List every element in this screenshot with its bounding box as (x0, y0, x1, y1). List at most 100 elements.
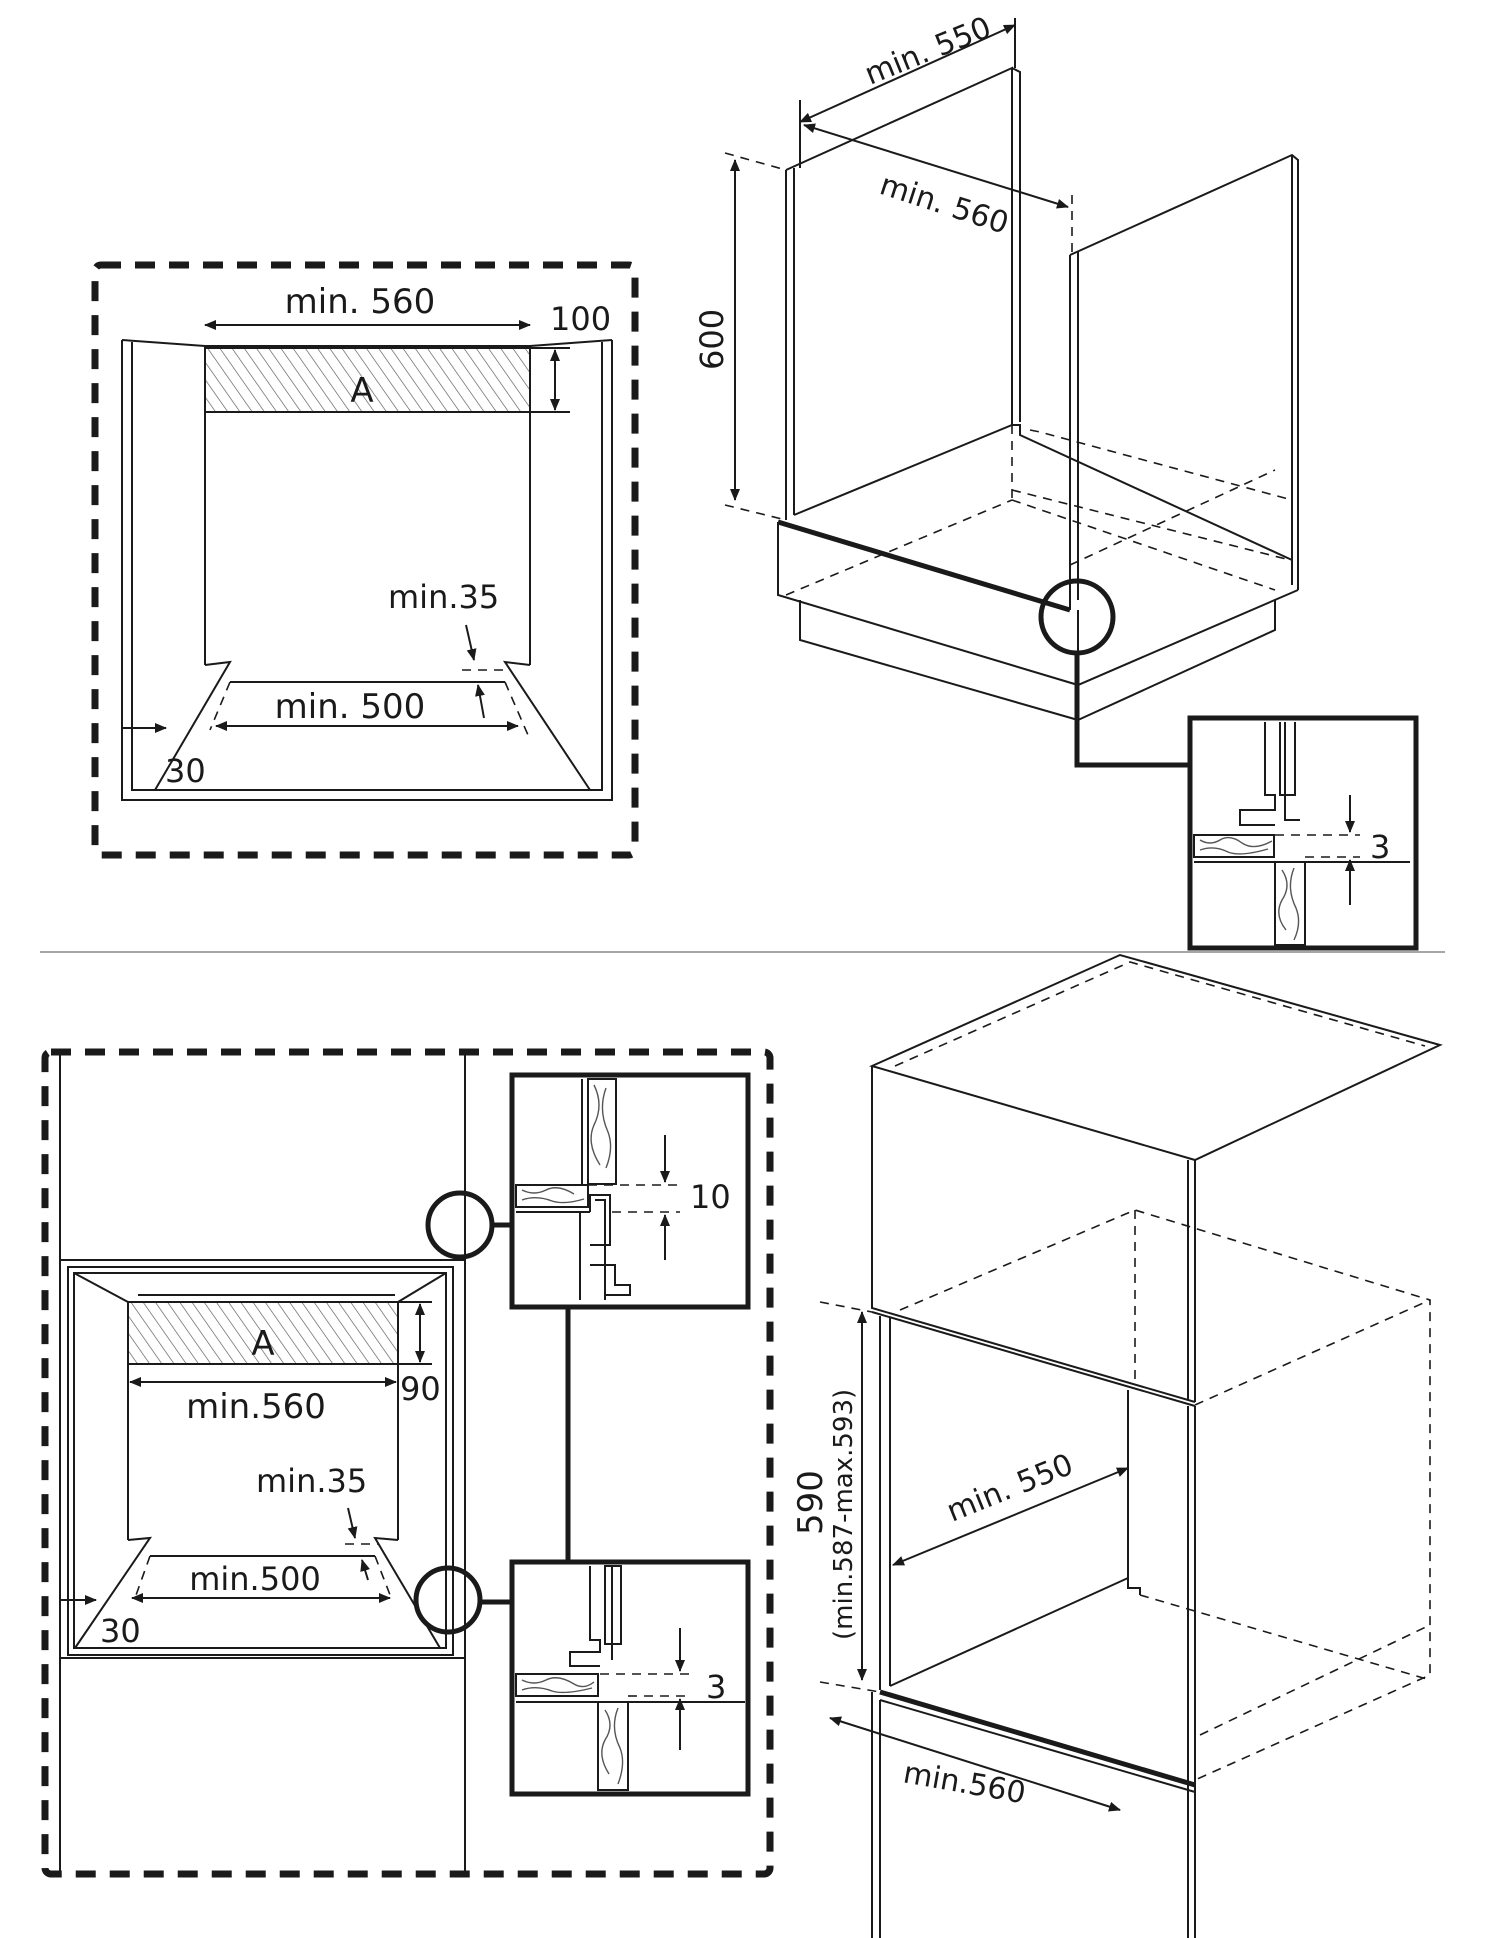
plinth-base-right (1077, 600, 1276, 721)
callout-circle-lower (413, 1565, 483, 1635)
detail-lower-post (597, 1701, 629, 1791)
arrow-gap-down (465, 624, 477, 661)
label-bottom-bottom-left: min.500 (189, 1560, 321, 1598)
bottom-right-dash-2 (374, 1555, 393, 1601)
cabinet-outer-wall (121, 340, 613, 801)
label-height-600: 600 (693, 309, 731, 370)
detail-lower-board (515, 1673, 599, 1697)
wood-grain-4 (1289, 867, 1300, 941)
bottom-left-front-view: A min.560 90 min.35 min.500 30 (41, 1048, 774, 1878)
label-gap-3-top: 3 (1370, 828, 1390, 866)
bottom-right-dash (504, 681, 529, 736)
wood-grain-5 (590, 1084, 601, 1166)
bottom-right-slant-2 (373, 1536, 441, 1649)
bottom-left-slant (154, 660, 232, 791)
bottom-left-slant-2 (74, 1536, 153, 1649)
wood-grain-3 (1278, 869, 1288, 931)
label-height-100: 100 (550, 300, 611, 338)
dim-width-560-top-right (803, 123, 1069, 209)
bottom-right-slant (502, 660, 591, 791)
bottom-left-dash-2 (134, 1555, 151, 1599)
detail-top-contents: 3 (1193, 722, 1410, 946)
detail-upper-board (515, 1184, 589, 1208)
label-gap-bottom-left: min.35 (256, 1462, 367, 1500)
detail-box-lower (509, 1559, 751, 1797)
niche-top-right-diag (397, 1272, 447, 1303)
hidden-back-floor (1011, 499, 1276, 591)
detail-upper-contents: 10 (515, 1078, 731, 1300)
cabinet-top-left-edge (121, 339, 206, 347)
label-side-top-left: 30 (165, 752, 206, 790)
zone-a-hatched (204, 347, 531, 413)
left-panel-top-edge (785, 66, 1013, 425)
label-bottom-top-left: min. 500 (275, 687, 426, 727)
detail-top-post (1274, 861, 1306, 946)
label-height-range: (min.587-max.593) (829, 1389, 859, 1640)
detail-lower-contents: 3 (515, 1565, 745, 1791)
detail-top-panel-edge (1239, 722, 1276, 826)
detail-top-board (1193, 834, 1275, 858)
wood-grain-1 (1199, 836, 1273, 848)
hidden-floor-back (1139, 1594, 1431, 1681)
arrow-gap-up (475, 684, 485, 719)
label-width-bottom-left: min.560 (186, 1387, 326, 1427)
ext-line-600-bottom (724, 504, 787, 521)
detail-box-upper (509, 1072, 751, 1310)
top-left-front-view: min. 560 100 min.35 min. 500 30 A (91, 261, 639, 859)
niche-floor-back (889, 1576, 1141, 1687)
plinth-base (799, 600, 1079, 722)
label-zone-a-top: A (350, 371, 373, 411)
niche-top-left-diag (73, 1272, 129, 1303)
hidden-right-floor (1069, 469, 1276, 566)
floor-front-edge (777, 519, 1071, 613)
top-right-isometric-view: min. 550 min. 560 600 3 (693, 10, 1419, 951)
hidden-right-mid (1029, 429, 1293, 501)
wood-grain-10 (521, 1687, 593, 1694)
wood-grain-6 (601, 1087, 612, 1169)
top-box-bottom-edge (871, 1311, 1196, 1407)
hidden-floor-right (1199, 1624, 1431, 1736)
detail-upper-post (587, 1078, 617, 1185)
dim-depth-550-top (799, 24, 1016, 123)
detail-top-panel-line (1284, 722, 1300, 821)
wood-grain-9 (521, 1677, 595, 1688)
hidden-left-floor (785, 499, 1013, 596)
label-width-top-left: min. 560 (285, 282, 436, 322)
ext-line-600-top (724, 152, 787, 171)
label-gap-10: 10 (690, 1178, 731, 1216)
detail-top-panel-inner (1279, 722, 1296, 796)
floor-back-edge (793, 424, 1293, 561)
top-box-front (871, 1066, 1196, 1403)
bottom-left-dash (209, 681, 231, 731)
detail-lower-panel-edge (569, 1566, 601, 1667)
plinth-front (777, 522, 1299, 687)
wood-grain-8 (521, 1197, 585, 1204)
ext-line-590-bottom (819, 1681, 881, 1693)
arrow-gap-up-2 (360, 1559, 370, 1581)
top-box-lid (869, 953, 1443, 1162)
wood-grain-7 (521, 1187, 575, 1195)
niche-outer-inner (73, 1272, 447, 1649)
label-width-560-top-right: min. 560 (876, 167, 1013, 241)
hidden-top-right (1194, 1299, 1431, 1406)
dim-width-560-bottom-right (829, 1716, 1121, 1812)
niche-outer (67, 1266, 454, 1656)
wood-grain-11 (601, 1709, 611, 1775)
wood-grain-2 (1199, 847, 1269, 855)
tall-unit-outline-dashed (41, 1048, 774, 1878)
cabinet-top-right-edge (529, 339, 613, 347)
label-depth-550-top: min. 550 (860, 10, 996, 92)
detail-box-top (1187, 715, 1419, 951)
right-panel-top-edge (1069, 153, 1299, 590)
callout-circle-upper (425, 1190, 495, 1260)
label-width-560-bottom-right: min.560 (901, 1755, 1029, 1811)
label-height-590: 590 (791, 1470, 831, 1535)
bottom-right-isometric-view: 590 (min.587-max.593) min. 550 min.560 (791, 953, 1443, 1938)
ext-line-590-top (819, 1301, 873, 1313)
left-panel-back-edge (1011, 67, 1021, 422)
cabinet-inner-wall (131, 342, 603, 791)
wood-grain-12 (613, 1707, 624, 1785)
label-side-bottom-left: 30 (100, 1612, 141, 1650)
callout-leader-top (1074, 653, 1188, 768)
